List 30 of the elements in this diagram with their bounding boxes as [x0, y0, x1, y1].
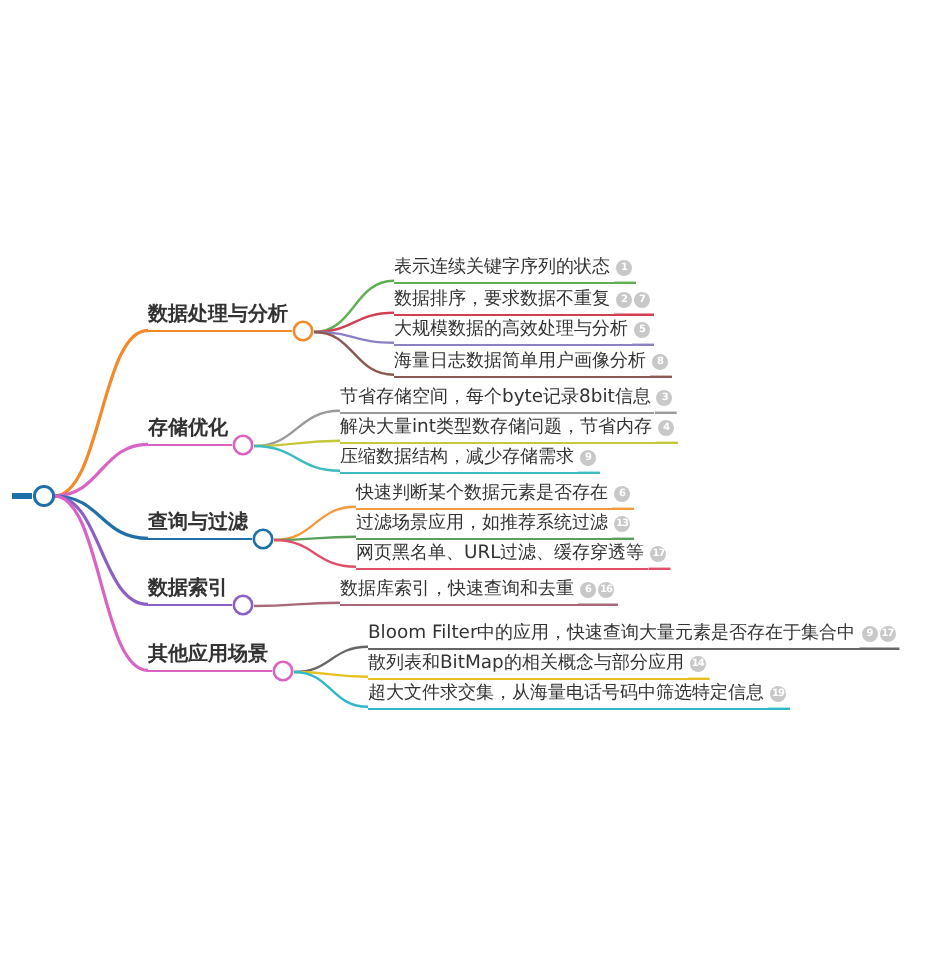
- root-circle: [32, 484, 56, 508]
- leaf-text: 散列表和BitMap的相关概念与部分应用: [368, 650, 688, 680]
- leaf-text: 解决大量int类型数存储问题，节省内存: [340, 414, 656, 444]
- branch-line: [53, 442, 149, 498]
- branch-line: [253, 444, 341, 472]
- leaf-text: 快速判断某个数据元素是否存在: [356, 480, 612, 510]
- leaf-text: 网页黑名单、URL过滤、缓存穿透等: [356, 540, 649, 570]
- branch-line: [273, 538, 357, 568]
- leaf-text: 过滤场景应用，如推荐系统过滤: [356, 510, 612, 540]
- branch-line: [313, 279, 395, 334]
- branch-line: [293, 670, 369, 708]
- leaf-text: 压缩数据结构，减少存储需求: [340, 444, 578, 474]
- branch-line: [53, 494, 149, 672]
- branch-line: [313, 330, 395, 376]
- topic-text: 存储优化: [148, 414, 232, 447]
- leaf-text: 数据排序，要求数据不重复: [394, 286, 614, 316]
- leaf-text: 节省存储空间，每个byte记录8bit信息: [340, 384, 655, 414]
- topic-text: 其他应用场景: [148, 640, 272, 673]
- leaf-text: 大规模数据的高效处理与分析: [394, 316, 632, 346]
- branch-line: [254, 601, 340, 608]
- leaf-text: 表示连续关键字序列的状态: [394, 254, 614, 284]
- leaf-text: 海量日志数据简单用户画像分析: [394, 348, 650, 378]
- topic-text: 查询与过滤: [148, 508, 252, 541]
- leaf-text: 数据库索引，快速查询和去重: [340, 576, 578, 606]
- leaf-text: 超大文件求交集，从海量电话号码中筛选特定信息: [368, 680, 768, 710]
- topic-text: 数据处理与分析: [148, 300, 292, 333]
- branch-line: [53, 494, 149, 606]
- topic-text: 数据索引: [148, 574, 232, 607]
- branch-line: [53, 328, 149, 498]
- leaf-text: Bloom Filter中的应用，快速查询大量元素是否存在于集合中: [368, 620, 860, 650]
